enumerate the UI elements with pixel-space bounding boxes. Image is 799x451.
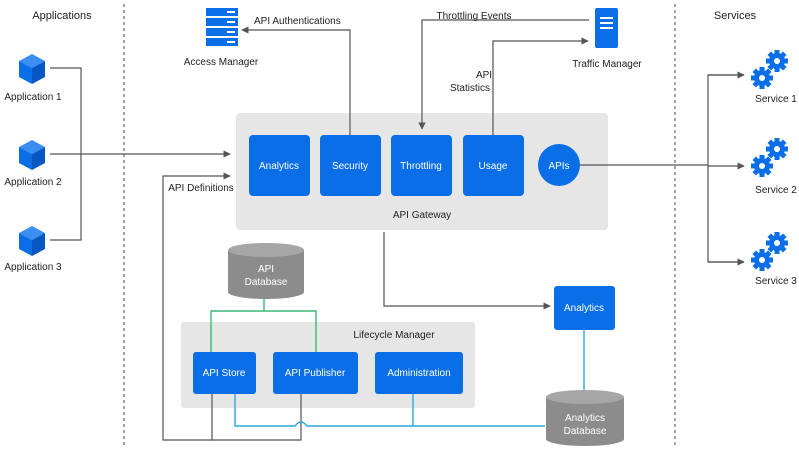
gateway-analytics-label: Analytics (259, 161, 299, 172)
gears-icon (751, 50, 788, 89)
service-2-label: Service 2 (755, 185, 797, 196)
analytics-database-label-line1: Analytics (565, 413, 605, 424)
gateway-apis-label: APIs (548, 161, 569, 172)
api-publisher-box (273, 352, 358, 394)
api-database-label-line1: API (258, 264, 274, 275)
gateway-usage-label: Usage (479, 161, 508, 172)
server-rack-icon (206, 8, 238, 46)
analytics-database-label-line2: Database (564, 426, 607, 437)
api-store-label: API Store (203, 368, 246, 379)
application-3-label: Application 3 (4, 262, 62, 273)
applications-header: Applications (32, 10, 92, 22)
api-database-label-line2: Database (245, 277, 288, 288)
api-statistics-label-line2: Statistics (450, 83, 490, 94)
api-database-cylinder (228, 243, 304, 299)
traffic-manager-label: Traffic Manager (572, 59, 642, 70)
gateway-apis-circle (538, 144, 580, 186)
lifecycle-manager-title: Lifecycle Manager (353, 330, 435, 341)
cube-icon (19, 226, 45, 256)
gateway-throttling-label: Throttling (400, 161, 442, 172)
analytics-database-cylinder (546, 390, 624, 446)
application-1-label: Application 1 (4, 92, 62, 103)
gears-icon (751, 138, 788, 177)
gateway-analytics-box (249, 135, 310, 196)
services-header: Services (714, 10, 757, 22)
throttling-events-label: Throttling Events (436, 11, 511, 22)
api-statistics-label-line1: API (476, 70, 492, 81)
gears-icon (751, 232, 788, 271)
traffic-manager-icon (595, 8, 618, 48)
cube-icon (19, 140, 45, 170)
application-2-label: Application 2 (4, 177, 62, 188)
api-authentications-arrow (241, 26, 351, 135)
gateway-throttling-box (391, 135, 452, 196)
api-gateway-title: API Gateway (393, 210, 451, 221)
publisher-definitions-line (212, 394, 302, 441)
gateway-to-analytics-arrow (383, 232, 551, 310)
service-3-label: Service 3 (755, 276, 797, 287)
administration-label: Administration (387, 368, 450, 379)
api-database-links (210, 292, 317, 352)
gateway-security-box (320, 135, 381, 196)
analytics-database-links (234, 330, 585, 427)
api-definitions-arrow (162, 172, 231, 441)
analytics-box-label: Analytics (564, 303, 604, 314)
gateway-security-label: Security (332, 161, 368, 172)
api-store-box (193, 352, 256, 394)
gateway-usage-box (463, 135, 524, 196)
api-authentications-label: API Authentications (254, 16, 341, 27)
access-manager-label: Access Manager (184, 57, 259, 68)
api-publisher-label: API Publisher (285, 368, 346, 379)
analytics-box (554, 286, 615, 330)
administration-box (375, 352, 463, 394)
services-bracket (707, 74, 744, 263)
cube-icon (19, 54, 45, 84)
api-definitions-label: API Definitions (168, 183, 234, 194)
api-statistics-arrow (492, 37, 589, 135)
service-1-label: Service 1 (755, 94, 797, 105)
throttling-events-arrow (418, 19, 589, 130)
